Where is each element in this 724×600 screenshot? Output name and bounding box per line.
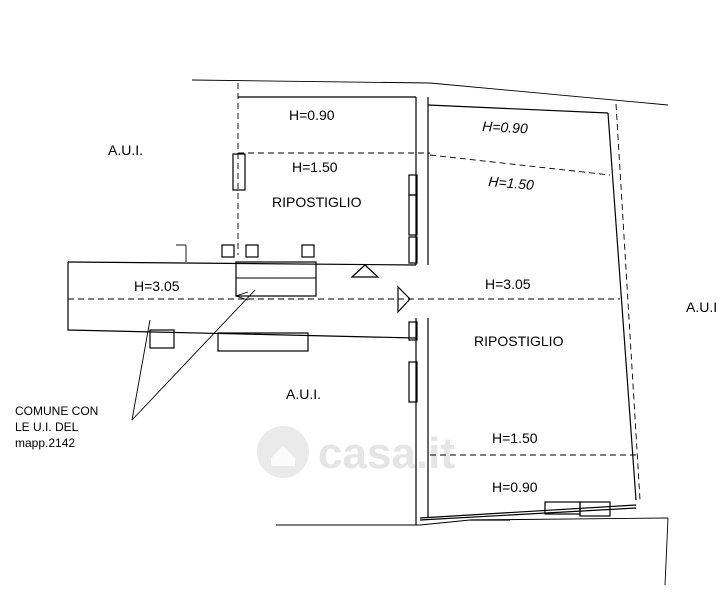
watermark-text: casa.it <box>318 429 455 478</box>
watermark-house-icon <box>271 446 295 466</box>
note-line-2: LE U.I. DEL <box>15 420 79 434</box>
site-boundary <box>191 79 669 586</box>
height-label-150-top-left: H=1.50 <box>292 159 338 175</box>
stair-arrow-up-icon <box>350 264 380 278</box>
aui-right-label: A.U.I <box>686 299 717 315</box>
note-leaders <box>131 289 256 421</box>
room-label-right: RIPOSTIGLIO <box>474 333 564 349</box>
watermark: casa.it <box>257 426 455 478</box>
corridor-arrow-icon <box>234 291 249 301</box>
height-label-090-top-right: H=0.90 <box>482 118 529 136</box>
shared-area-note: COMUNE CON LE U.I. DEL mapp.2142 <box>15 404 98 450</box>
room-right <box>408 97 641 525</box>
aui-bottom-label: A.U.I. <box>286 386 321 402</box>
note-line-3: mapp.2142 <box>15 436 75 450</box>
height-label-150-top-right: H=1.50 <box>488 173 535 193</box>
height-label-090-bottom-right: H=0.90 <box>492 479 538 495</box>
aui-top-left-label: A.U.I. <box>108 142 143 158</box>
note-line-1: COMUNE CON <box>15 404 98 418</box>
height-label-305-right: H=3.05 <box>485 276 531 292</box>
height-label-090-top-left: H=0.90 <box>289 107 335 123</box>
height-label-305-left: H=3.05 <box>134 278 180 294</box>
height-label-150-bottom-right: H=1.50 <box>492 430 538 446</box>
room-label-top-left: RIPOSTIGLIO <box>272 194 362 210</box>
corridor <box>67 244 620 352</box>
stair-arrow-right-icon <box>397 285 411 314</box>
room-top-left <box>232 83 430 265</box>
